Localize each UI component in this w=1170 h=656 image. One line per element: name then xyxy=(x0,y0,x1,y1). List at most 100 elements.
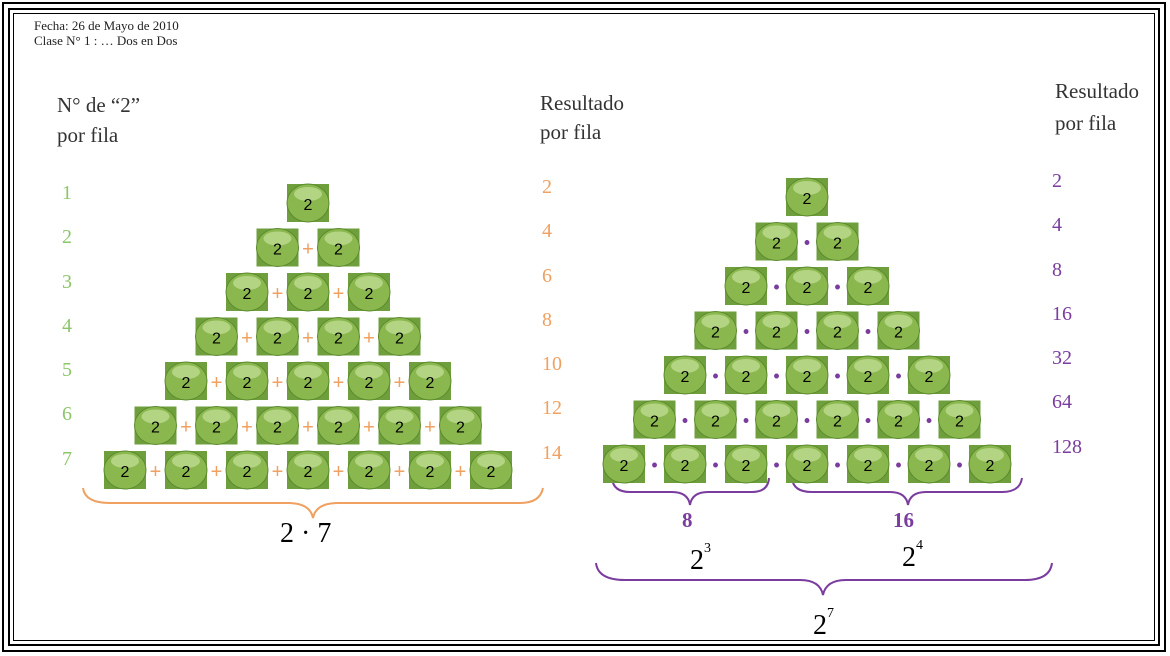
ball-two: 2 xyxy=(724,266,768,306)
ball-label: 2 xyxy=(925,458,934,475)
left-row-result: 2 xyxy=(542,176,552,198)
group1-brace xyxy=(611,477,770,506)
ball-two: 2 xyxy=(256,406,299,445)
ball-label: 2 xyxy=(803,191,812,208)
ball-label: 2 xyxy=(365,286,374,303)
ball-label: 2 xyxy=(304,375,313,392)
ball-highlight xyxy=(671,448,699,462)
ball-label: 2 xyxy=(395,420,404,437)
ball-label: 2 xyxy=(365,464,374,481)
ball-two: 2 xyxy=(225,361,269,401)
ball-highlight xyxy=(202,320,231,335)
ball-highlight xyxy=(640,403,669,418)
ball-label: 2 xyxy=(273,331,282,348)
ball-label: 2 xyxy=(650,414,659,431)
ball-highlight xyxy=(823,314,852,329)
right-row-result: 32 xyxy=(1052,347,1072,369)
ball-two: 2 xyxy=(816,222,859,261)
right-row-result: 128 xyxy=(1052,436,1082,458)
ball-two: 2 xyxy=(378,317,421,356)
operator-sign: • xyxy=(926,411,932,431)
ball-two: 2 xyxy=(846,444,890,484)
operator-sign: • xyxy=(834,366,840,386)
ball-highlight xyxy=(233,365,261,379)
ball-two: 2 xyxy=(103,450,147,490)
inner-frame xyxy=(8,8,1160,646)
left-result-label-line1: Resultado xyxy=(540,91,624,115)
ball-highlight xyxy=(915,448,943,462)
ball-label: 2 xyxy=(426,464,435,481)
ball-label: 2 xyxy=(986,458,995,475)
group2-exponent: 4 xyxy=(916,538,923,553)
right-row-result: 16 xyxy=(1052,303,1072,325)
operator-sign: + xyxy=(333,461,345,483)
ball-highlight xyxy=(416,454,444,468)
ball-two: 2 xyxy=(755,222,798,261)
ball-two: 2 xyxy=(256,228,299,267)
ball-label: 2 xyxy=(742,369,751,386)
ball-label: 2 xyxy=(864,458,873,475)
ball-highlight xyxy=(762,403,791,418)
ball-label: 2 xyxy=(151,420,160,437)
inner-frame-line xyxy=(13,13,1155,641)
row-count: 7 xyxy=(62,448,72,470)
operator-sign: • xyxy=(865,411,871,431)
ball-two: 2 xyxy=(907,355,951,395)
ball-highlight xyxy=(416,365,444,379)
operator-sign: + xyxy=(272,372,284,394)
ball-label: 2 xyxy=(487,464,496,481)
ball-label: 2 xyxy=(334,242,343,259)
ball-two: 2 xyxy=(785,355,829,395)
operator-sign: + xyxy=(302,239,314,261)
ball-label: 2 xyxy=(304,197,313,214)
ball-two: 2 xyxy=(286,183,330,223)
ball-two: 2 xyxy=(877,400,920,439)
ball-highlight xyxy=(324,409,353,424)
ball-two: 2 xyxy=(816,311,859,350)
left-expression: 2 · 7 xyxy=(280,518,332,549)
ball-label: 2 xyxy=(894,414,903,431)
operator-sign: • xyxy=(773,366,779,386)
ball-two: 2 xyxy=(602,444,646,484)
operator-sign: • xyxy=(804,233,810,253)
ball-label: 2 xyxy=(894,325,903,342)
operator-sign: • xyxy=(895,455,901,475)
operator-sign: • xyxy=(956,455,962,475)
left-row-result: 6 xyxy=(542,265,552,287)
ball-highlight xyxy=(172,454,200,468)
ball-label: 2 xyxy=(243,286,252,303)
ball-highlight xyxy=(446,409,475,424)
ball-two: 2 xyxy=(286,361,330,401)
ball-highlight xyxy=(172,365,200,379)
ball-highlight xyxy=(294,276,322,290)
ball-highlight xyxy=(884,403,913,418)
total-base: 2 xyxy=(813,610,827,641)
ball-label: 2 xyxy=(864,280,873,297)
ball-highlight xyxy=(793,359,821,373)
ball-two: 2 xyxy=(134,406,177,445)
operator-sign: • xyxy=(712,366,718,386)
operator-sign: + xyxy=(455,461,467,483)
ball-highlight xyxy=(294,187,322,201)
ball-highlight xyxy=(823,225,852,240)
ball-label: 2 xyxy=(681,458,690,475)
ball-two: 2 xyxy=(724,444,768,484)
ball-label: 2 xyxy=(711,325,720,342)
ball-highlight xyxy=(324,231,353,246)
right-row-result: 2 xyxy=(1052,170,1062,192)
ball-highlight xyxy=(915,359,943,373)
operator-sign: • xyxy=(651,455,657,475)
total-exponent: 7 xyxy=(827,606,834,621)
operator-sign: + xyxy=(302,328,314,350)
ball-two: 2 xyxy=(755,400,798,439)
ball-label: 2 xyxy=(772,414,781,431)
ball-highlight xyxy=(854,359,882,373)
operator-sign: + xyxy=(211,461,223,483)
ball-label: 2 xyxy=(121,464,130,481)
ball-highlight xyxy=(854,448,882,462)
left-row-result: 10 xyxy=(542,353,562,375)
ball-two: 2 xyxy=(225,272,269,312)
ball-label: 2 xyxy=(273,242,282,259)
